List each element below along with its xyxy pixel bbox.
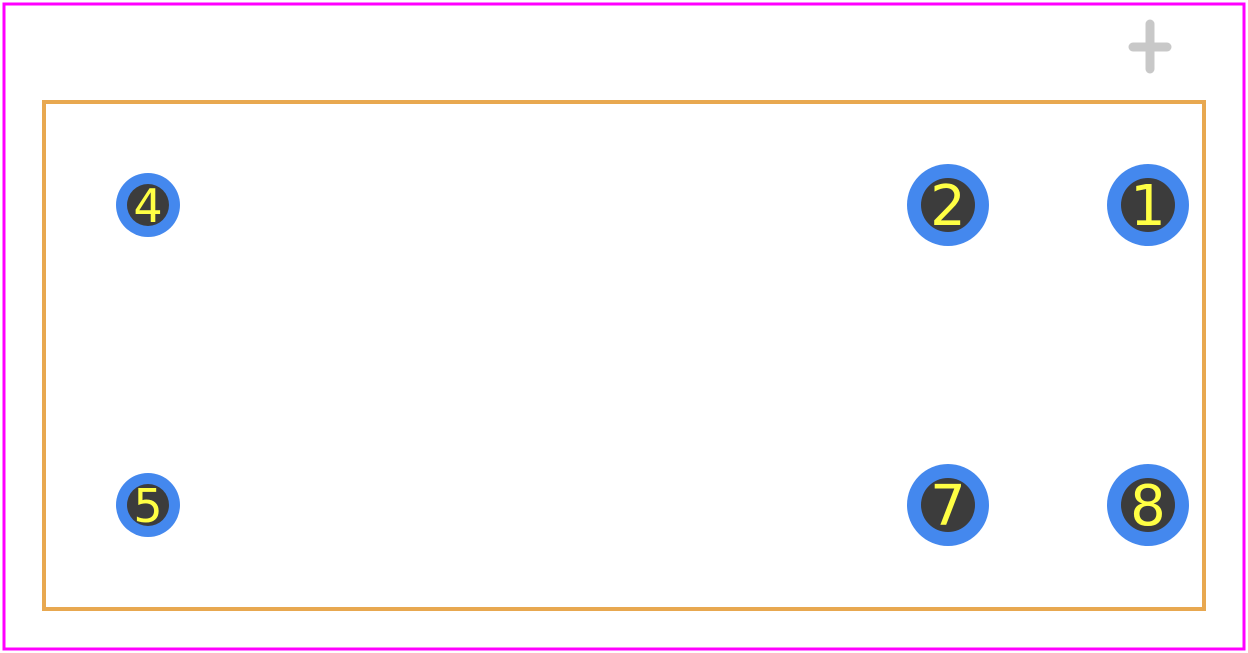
pad-5-drill [127,484,169,526]
pad-7-drill [921,478,975,532]
pad-5-label: 5 [133,479,162,533]
pad-8-drill [1121,478,1175,532]
pad-4[interactable]: 4 [116,173,180,237]
pad-8-label: 8 [1130,474,1166,539]
pad-7[interactable]: 7 [907,464,989,546]
pad-1-label: 1 [1130,174,1166,239]
pad-2[interactable]: 2 [907,164,989,246]
pad-5[interactable]: 5 [116,473,180,537]
pad-4-label: 4 [133,179,162,233]
pad-2-drill [921,178,975,232]
plus-origin-icon [1128,19,1172,74]
pad-2-label: 2 [930,174,966,239]
component-courtyard [42,100,1206,611]
pad-4-drill [127,184,169,226]
pad-1-drill [1121,178,1175,232]
pad-8[interactable]: 8 [1107,464,1189,546]
pad-1[interactable]: 1 [1107,164,1189,246]
pad-7-label: 7 [930,474,966,539]
